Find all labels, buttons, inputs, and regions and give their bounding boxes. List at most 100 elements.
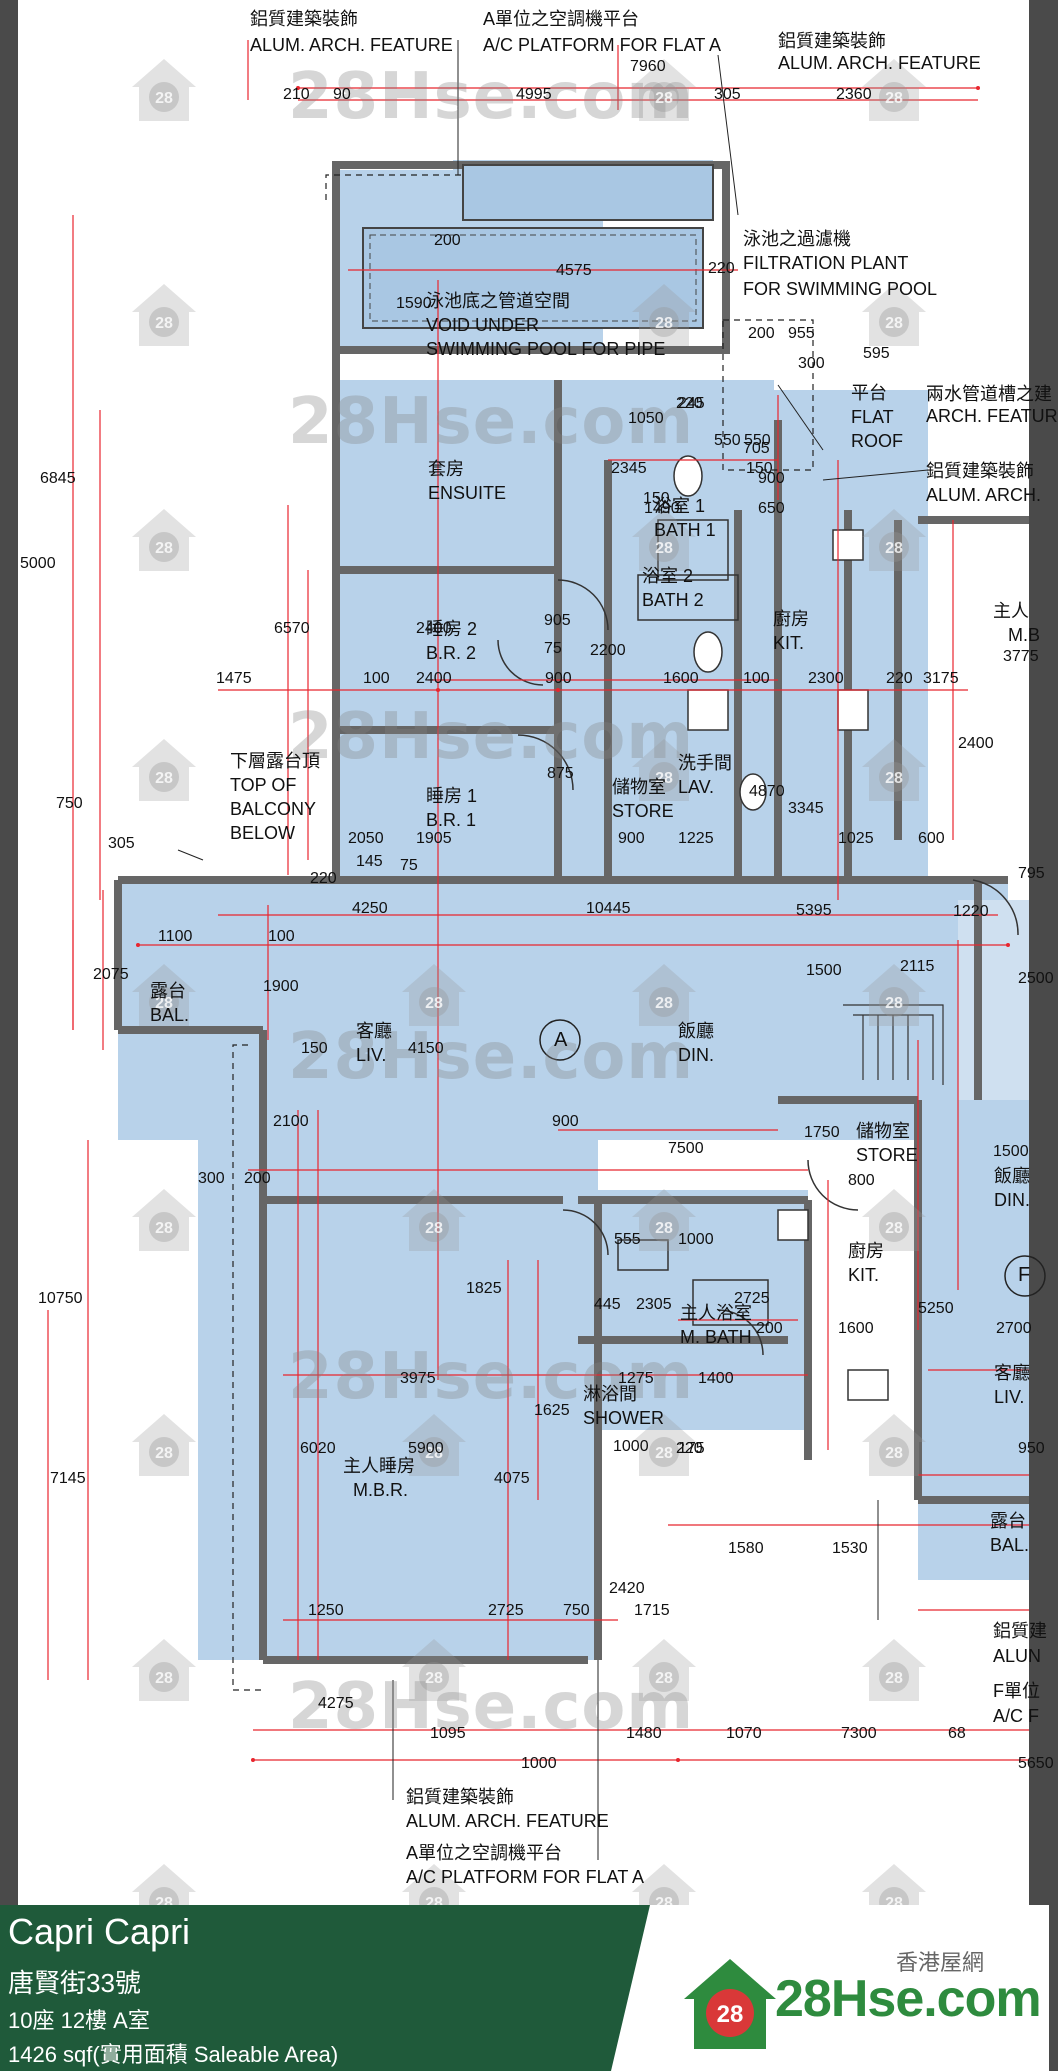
dimension-label: 6020 bbox=[300, 1440, 336, 1457]
dimension-label: 4575 bbox=[556, 262, 592, 279]
room-bal-en: BAL. bbox=[150, 1005, 190, 1025]
room-din-en: DIN. bbox=[678, 1045, 714, 1065]
house-logo-watermark-icon: 28 bbox=[398, 960, 470, 1032]
annotation-rain-en: ARCH. FEATUR bbox=[926, 406, 1058, 426]
dimension-label: 5000 bbox=[20, 555, 56, 572]
dimension-label: 900 bbox=[552, 1113, 579, 1130]
dimension-label: 220 bbox=[676, 1440, 703, 1457]
room-store2-en: STORE bbox=[856, 1145, 918, 1165]
dimension-label: 1590 bbox=[396, 295, 432, 312]
room-bath2-en: BATH 2 bbox=[642, 590, 704, 610]
dimension-ticks bbox=[136, 86, 1010, 1762]
dimension-label: 950 bbox=[1018, 1440, 1045, 1457]
estate-address: 唐賢街33號 bbox=[8, 1968, 141, 1998]
svg-text:28: 28 bbox=[155, 90, 173, 107]
room-lav-en: LAV. bbox=[678, 777, 715, 797]
dimension-label: 200 bbox=[748, 325, 775, 342]
dimension-label: 1580 bbox=[728, 1540, 764, 1557]
dimension-label: 300 bbox=[198, 1170, 225, 1187]
annotation-flat-roof-en1: FLAT bbox=[851, 407, 894, 427]
room-din-zh: 飯廳 bbox=[678, 1021, 714, 1041]
dimension-label: 2115 bbox=[900, 958, 935, 975]
dimension-label: 1600 bbox=[663, 670, 699, 687]
dimension-label: 3775 bbox=[1003, 648, 1039, 665]
dimension-label: 1900 bbox=[263, 978, 299, 995]
dimension-label: 1715 bbox=[634, 1602, 670, 1619]
brand-logo[interactable]: 香港屋網 28 28Hse.com bbox=[680, 1945, 1042, 2055]
dimension-label: 7500 bbox=[668, 1140, 704, 1157]
flat-a-circle bbox=[539, 1019, 581, 1061]
dimension-label: 705 bbox=[743, 440, 770, 457]
dimension-label: 5250 bbox=[918, 1300, 954, 1317]
svg-text:28: 28 bbox=[155, 1445, 173, 1462]
dimension-label: 1400 bbox=[698, 1370, 734, 1387]
room-bath2-zh: 浴室 2 bbox=[642, 566, 694, 586]
dimension-label: 1500 bbox=[806, 962, 842, 979]
dimension-label: 2400 bbox=[416, 620, 452, 637]
dimension-label: 2700 bbox=[996, 1320, 1032, 1337]
room-bath1-en: BATH 1 bbox=[654, 520, 716, 540]
house-logo-watermark-icon: 28 bbox=[858, 1185, 930, 1257]
dimension-label: 2360 bbox=[836, 86, 872, 103]
flat-f-marker: F bbox=[1018, 1264, 1031, 1286]
dimension-label: 145 bbox=[356, 853, 383, 870]
annotation-right-f-zh: F單位 bbox=[993, 1681, 1040, 1701]
dimension-label: 2100 bbox=[273, 1113, 309, 1130]
room-br2-en: B.R. 2 bbox=[426, 643, 477, 663]
house-logo-watermark-icon: 28 bbox=[128, 280, 200, 352]
dimension-label: 2075 bbox=[93, 966, 129, 983]
dimension-label: 2300 bbox=[808, 670, 844, 687]
svg-text:28: 28 bbox=[425, 1445, 443, 1462]
dimension-label: 900 bbox=[545, 670, 572, 687]
flat-f-circle bbox=[1004, 1255, 1046, 1297]
dimension-label: 1225 bbox=[678, 830, 714, 847]
dimension-label: 90 bbox=[333, 86, 351, 103]
dimension-label: 300 bbox=[798, 355, 825, 372]
annotation-balc-zh: 下層露台頂 bbox=[230, 751, 320, 771]
annotation-alum3-en: ALUM. ARCH. bbox=[926, 485, 1042, 505]
dimension-label: 1220 bbox=[953, 903, 989, 920]
room-store-zh: 儲物室 bbox=[612, 777, 666, 797]
annotation-right-alum-zh: 鋁質建 bbox=[993, 1621, 1047, 1641]
listing-footer: Capri Capri 唐賢街33號 10座 12樓 A室 1426 sqf(實… bbox=[0, 1905, 1049, 2071]
room-mbr-en: M.B.R. bbox=[353, 1480, 409, 1500]
dimension-label: 795 bbox=[1018, 865, 1045, 882]
annotation-alum2-zh: 鋁質建築裝飾 bbox=[778, 31, 886, 51]
annotation-rain-zh: 兩水管道槽之建 bbox=[926, 384, 1052, 404]
dimension-label: 1050 bbox=[628, 410, 664, 427]
watermark-text: 28Hse.com bbox=[288, 385, 695, 459]
dimension-label: 210 bbox=[283, 86, 310, 103]
room-br1-zh: 睡房 1 bbox=[426, 786, 478, 806]
dimension-label: 75 bbox=[400, 857, 418, 874]
dimension-label: 1025 bbox=[838, 830, 874, 847]
room-kit-en: KIT. bbox=[773, 633, 805, 653]
svg-text:28: 28 bbox=[425, 995, 443, 1012]
dimension-label: 75 bbox=[544, 640, 562, 657]
dimension-label: 955 bbox=[788, 325, 815, 342]
svg-text:28: 28 bbox=[655, 995, 673, 1012]
house-logo-watermark-icon: 28 bbox=[628, 55, 700, 127]
svg-text:28: 28 bbox=[425, 1220, 443, 1237]
room-f-liv-en: LIV. bbox=[994, 1387, 1025, 1407]
dimension-label: 750 bbox=[56, 795, 83, 812]
watermark-text: 28Hse.com bbox=[288, 60, 695, 134]
annotation-ac-zh: A單位之空調機平台 bbox=[483, 9, 640, 29]
svg-text:28: 28 bbox=[885, 770, 903, 787]
room-f-bal-zh: 露台 bbox=[990, 1511, 1026, 1531]
dimension-label: 4870 bbox=[749, 783, 785, 800]
house-logo-watermark-icon: 28 bbox=[398, 1185, 470, 1257]
annotation-right-alum-en: ALUN bbox=[993, 1646, 1042, 1666]
watermark-text: 28Hse.com bbox=[288, 1020, 695, 1094]
dimension-label: 595 bbox=[863, 345, 890, 362]
annotation-alum3-zh: 鋁質建築裝飾 bbox=[926, 461, 1034, 481]
svg-text:28: 28 bbox=[425, 1670, 443, 1687]
svg-text:28: 28 bbox=[655, 315, 673, 332]
annotation-alum-en: ALUM. ARCH. FEATURE bbox=[250, 35, 453, 55]
dimension-label: 1500 bbox=[993, 1143, 1029, 1160]
annotation-balc-en3: BELOW bbox=[230, 823, 296, 843]
annotation-filtration-en1: FILTRATION PLANT bbox=[743, 253, 909, 273]
dimension-label: 5900 bbox=[408, 1440, 444, 1457]
room-f-din-en: DIN. bbox=[994, 1190, 1030, 1210]
annotation-balc-en1: TOP OF bbox=[230, 775, 297, 795]
house-logo-watermark-icon: 28 bbox=[858, 735, 930, 807]
